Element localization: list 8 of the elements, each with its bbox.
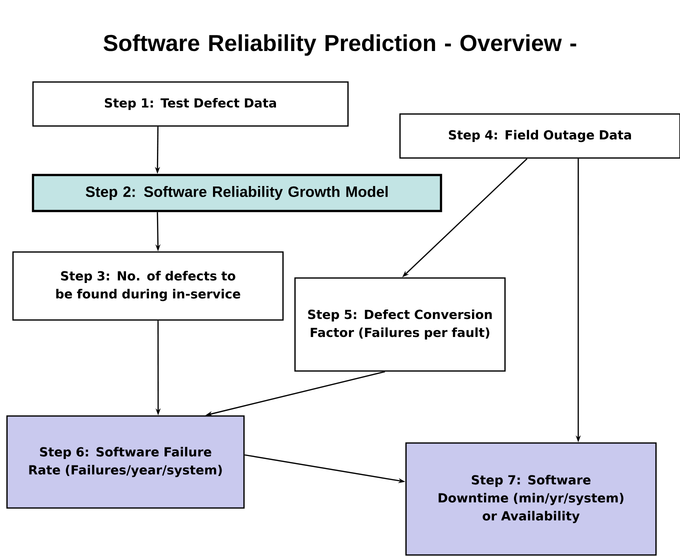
- result-box: Step 7: Software Downtime (min/yr/system) or Availability: [405, 442, 657, 556]
- process-box: Step 5: Defect Conversion Factor (Failures per fault): [294, 277, 506, 372]
- model-box: Step 2: Software Reliability Growth Model: [32, 174, 442, 212]
- result-box: Step 6: Software Failure Rate (Failures/year/system): [6, 415, 245, 509]
- process-box: Step 3: No. of defects to be found during in-service: [12, 251, 284, 321]
- title: Software Reliability Prediction - Overview -: [104, 34, 576, 56]
- process-box: Step 4: Field Outage Data: [399, 113, 680, 159]
- process-box: Step 1: Test Defect Data: [32, 81, 349, 127]
